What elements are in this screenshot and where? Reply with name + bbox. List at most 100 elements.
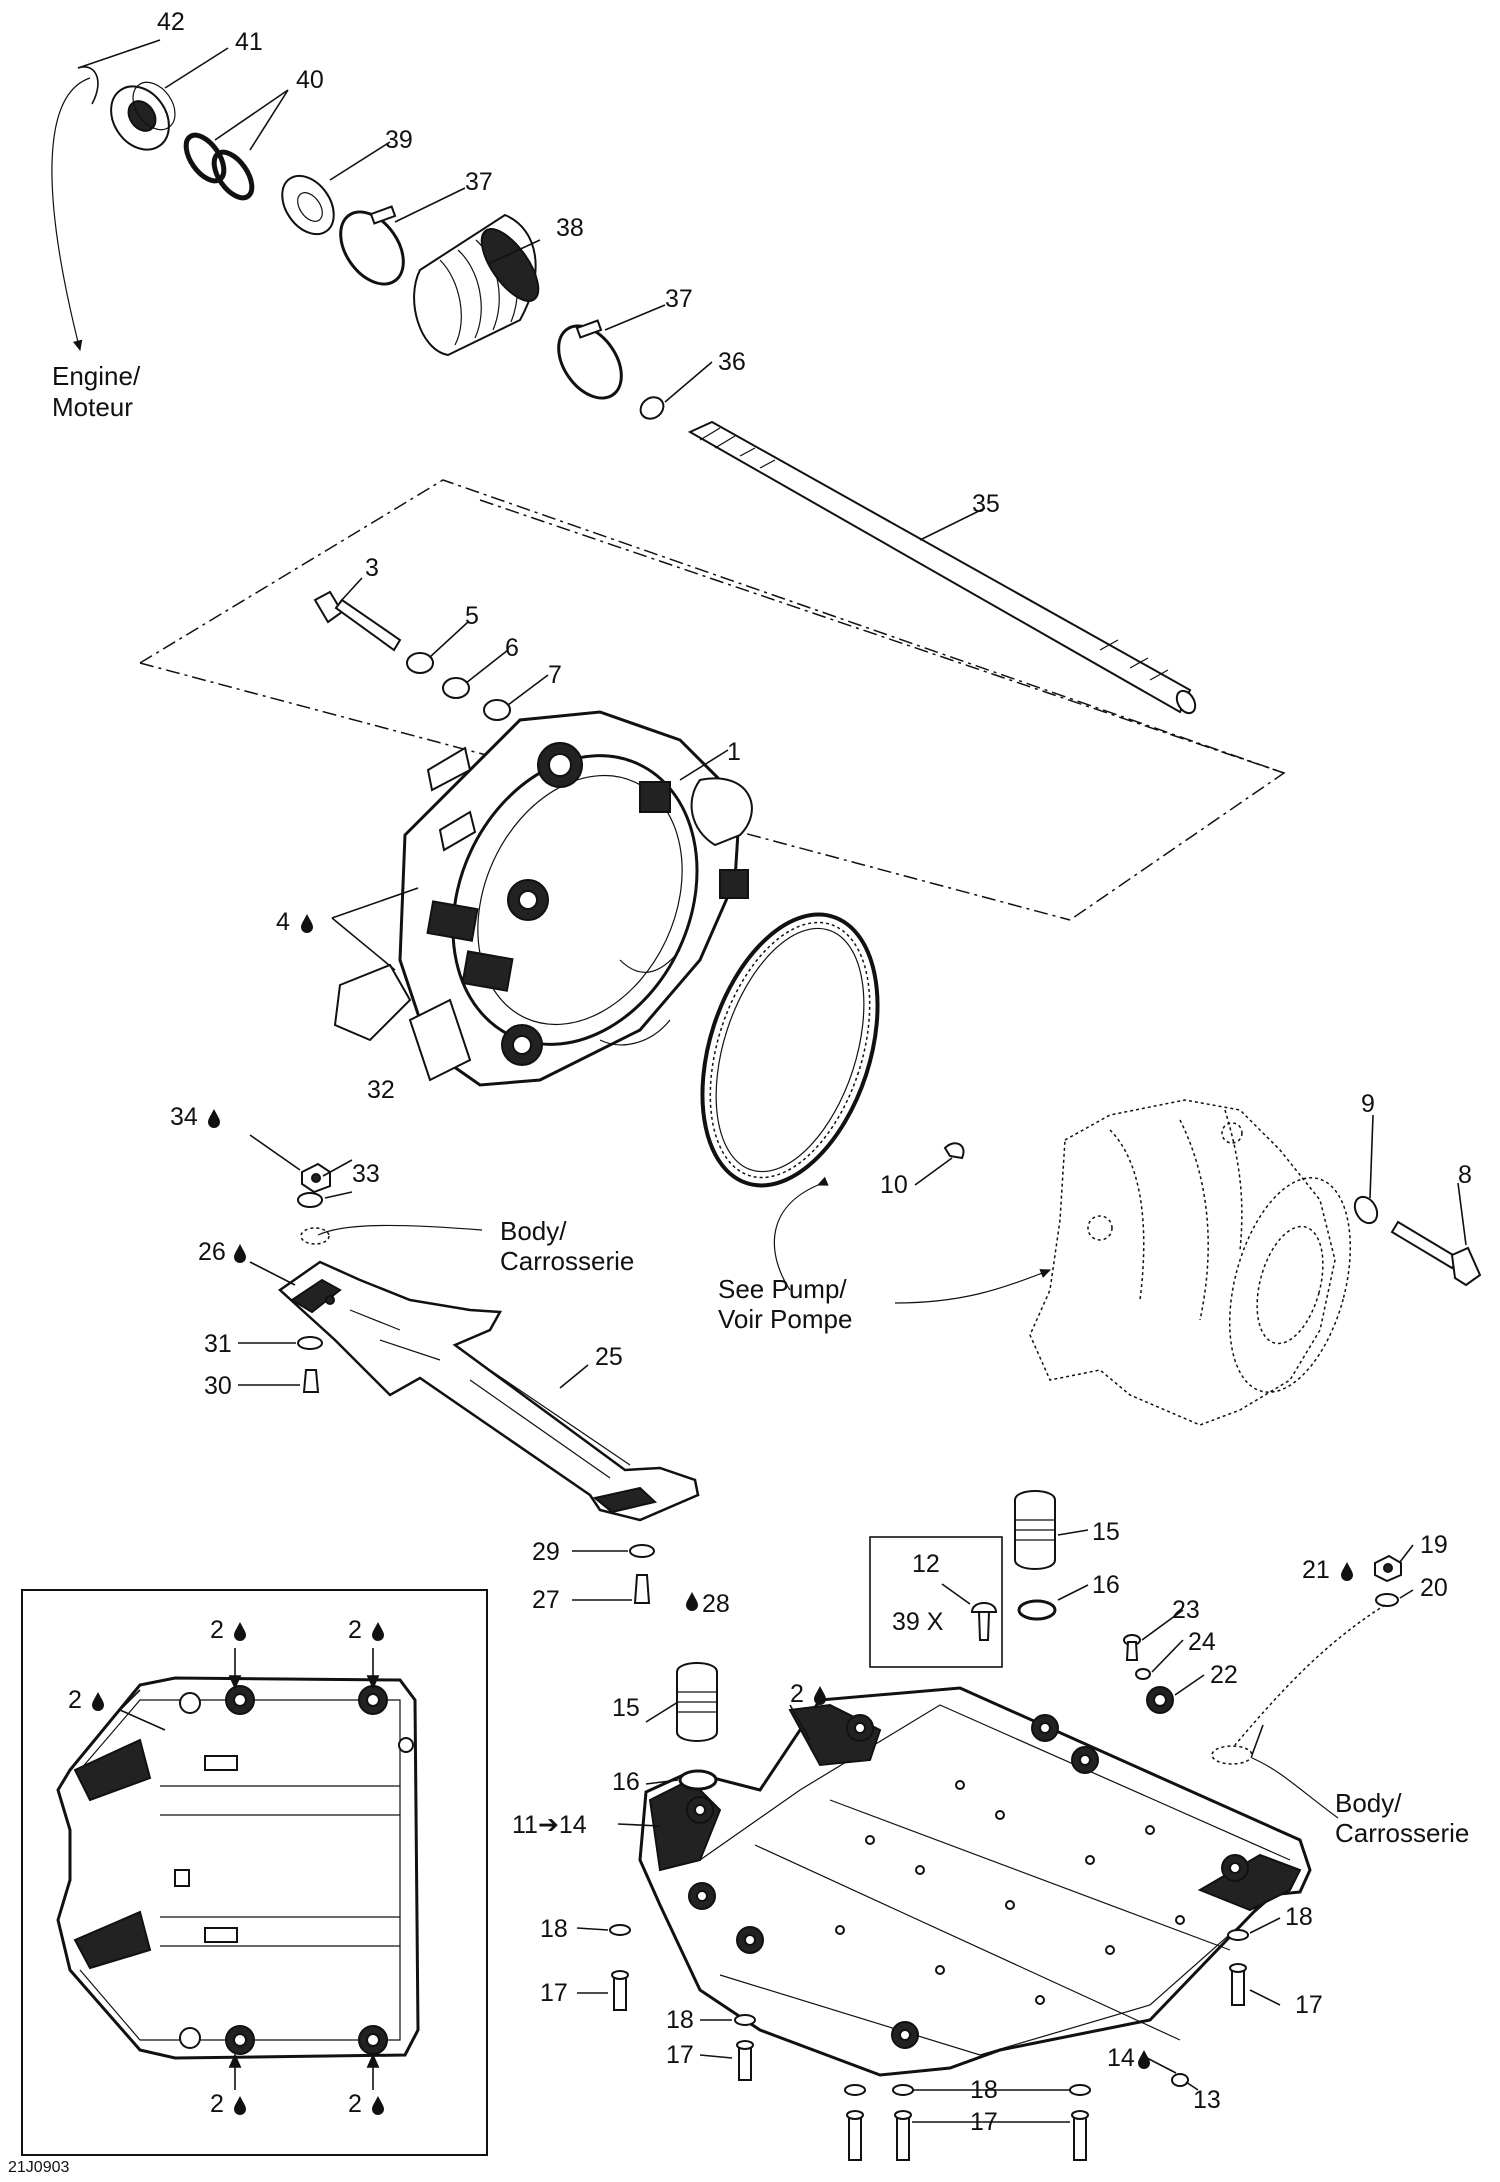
callout-38: 38 xyxy=(556,214,584,242)
part-25-support xyxy=(278,1260,700,1522)
body-label-en-lower: Body/ xyxy=(1335,1788,1402,1818)
callout-18-d: 18 xyxy=(970,2076,998,2104)
callout-2-inset-br: 2 xyxy=(348,2090,362,2118)
part-40-o-ring-2 xyxy=(211,149,255,201)
drop-icon xyxy=(234,2096,246,2115)
part-31-washer xyxy=(297,1336,323,1350)
part-12-screw-box xyxy=(869,1536,1003,1668)
body-label-en-upper: Body/ xyxy=(500,1216,567,1246)
drop-icon xyxy=(372,2096,384,2115)
engine-label-en: Engine/ xyxy=(52,361,141,391)
callout-5: 5 xyxy=(465,602,479,630)
callout-27: 27 xyxy=(532,1586,560,1614)
callout-15-lower: 15 xyxy=(612,1694,640,1722)
callout-25: 25 xyxy=(595,1343,623,1371)
part-20-washer xyxy=(1375,1593,1399,1607)
pump-housing-reference xyxy=(1029,1099,1352,1426)
part-15-fitting-upper xyxy=(1014,1490,1056,1570)
callout-17-d: 17 xyxy=(970,2108,998,2136)
leader-lines xyxy=(77,39,1467,2123)
callout-42: 42 xyxy=(157,8,185,36)
callout-1: 1 xyxy=(727,738,741,766)
part-19-nut xyxy=(1374,1554,1402,1583)
part-29-washer xyxy=(629,1544,655,1558)
see-pump-note: See Pump/ Voir Pompe xyxy=(718,1274,852,1334)
callout-30: 30 xyxy=(204,1372,232,1400)
callout-2-inset-left: 2 xyxy=(68,1686,82,1714)
drop-icon xyxy=(208,1109,220,1128)
body-note-upper: Body/ Carrosserie xyxy=(500,1216,634,1276)
callout-17-a: 17 xyxy=(540,1979,568,2007)
part-36-sleeve xyxy=(639,396,665,420)
callout-39: 39 xyxy=(385,126,413,154)
drop-icon xyxy=(1138,2050,1150,2069)
ride-plate xyxy=(638,1686,1312,2077)
body-label-fr-upper: Carrosserie xyxy=(500,1246,634,1276)
callout-18-a: 18 xyxy=(540,1915,568,1943)
drop-icon xyxy=(234,1622,246,1641)
callout-21: 21 xyxy=(1302,1556,1330,1584)
callout-18-c: 18 xyxy=(1285,1903,1313,1931)
callout-16-lower: 16 xyxy=(612,1768,640,1796)
callout-24: 24 xyxy=(1188,1628,1216,1656)
part-13-screw xyxy=(1171,2073,1189,2087)
callout-19: 19 xyxy=(1420,1531,1448,1559)
callout-4: 4 xyxy=(276,908,290,936)
part-35-drive-shaft xyxy=(687,420,1197,715)
part-39-bushing xyxy=(281,174,335,236)
callout-7: 7 xyxy=(548,661,562,689)
see-pump-label-fr: Voir Pompe xyxy=(718,1304,852,1334)
callout-16-upper: 16 xyxy=(1092,1571,1120,1599)
engine-label-fr: Moteur xyxy=(52,392,133,422)
callout-31: 31 xyxy=(204,1330,232,1358)
callout-2-inset-tl: 2 xyxy=(210,1616,224,1644)
callout-2-inset-bl: 2 xyxy=(210,2090,224,2118)
body-hole-upper xyxy=(300,1227,330,1245)
see-pump-label-en: See Pump/ xyxy=(718,1274,847,1304)
engine-reference: Engine/ Moteur xyxy=(51,77,141,422)
callout-2-inset-tr: 2 xyxy=(348,1616,362,1644)
part-23-screw xyxy=(1123,1634,1141,1661)
callout-20: 20 xyxy=(1420,1574,1448,1602)
part-3-bolt xyxy=(313,590,402,652)
fasteners-17-18 xyxy=(609,1924,1249,2161)
callout-11-to-14: 11➔14 xyxy=(512,1811,587,1839)
callout-17-c: 17 xyxy=(1295,1991,1323,2019)
body-hole-lower xyxy=(1211,1745,1253,1765)
callout-22: 22 xyxy=(1210,1661,1238,1689)
part-8-bolt xyxy=(1390,1220,1482,1287)
callout-14: 14 xyxy=(1107,2044,1135,2072)
part-27-screw xyxy=(633,1574,651,1604)
drive-shaft-assembly xyxy=(77,66,1286,921)
callout-34: 34 xyxy=(170,1103,198,1131)
drop-icon xyxy=(686,1592,698,1611)
part-42-ring xyxy=(77,66,99,105)
part-30-screw xyxy=(302,1369,320,1393)
callout-15-upper: 15 xyxy=(1092,1518,1120,1546)
callout-28: 28 xyxy=(702,1590,730,1618)
callout-41: 41 xyxy=(235,28,263,56)
body-note-lower: Body/ Carrosserie xyxy=(1335,1788,1469,1848)
drop-icon xyxy=(1341,1562,1353,1581)
callout-6: 6 xyxy=(505,634,519,662)
pump-arrow-housing xyxy=(894,1269,1052,1304)
part-7-nut xyxy=(483,699,511,721)
callout-35: 35 xyxy=(972,490,1000,518)
part-33-washer xyxy=(297,1192,323,1208)
callout-17-b: 17 xyxy=(666,2041,694,2069)
callout-labels: 42 41 40 39 37 38 37 36 35 3 5 6 7 1 4 9… xyxy=(68,8,1472,2136)
body-label-fr-lower: Carrosserie xyxy=(1335,1818,1469,1848)
callout-40: 40 xyxy=(296,66,324,94)
part-22-grommet xyxy=(1146,1686,1174,1714)
part-32-nut xyxy=(301,1162,331,1194)
inset-leaders xyxy=(228,1648,380,2090)
part-24-washer xyxy=(1135,1668,1151,1680)
assembly-boundary-lower xyxy=(139,499,1285,921)
callout-29: 29 xyxy=(532,1538,560,1566)
callout-33: 33 xyxy=(352,1160,380,1188)
callout-12: 12 xyxy=(912,1550,940,1578)
pump-arrow-ring xyxy=(773,1176,829,1291)
callout-8: 8 xyxy=(1458,1161,1472,1189)
callout-37-lower: 37 xyxy=(665,285,693,313)
